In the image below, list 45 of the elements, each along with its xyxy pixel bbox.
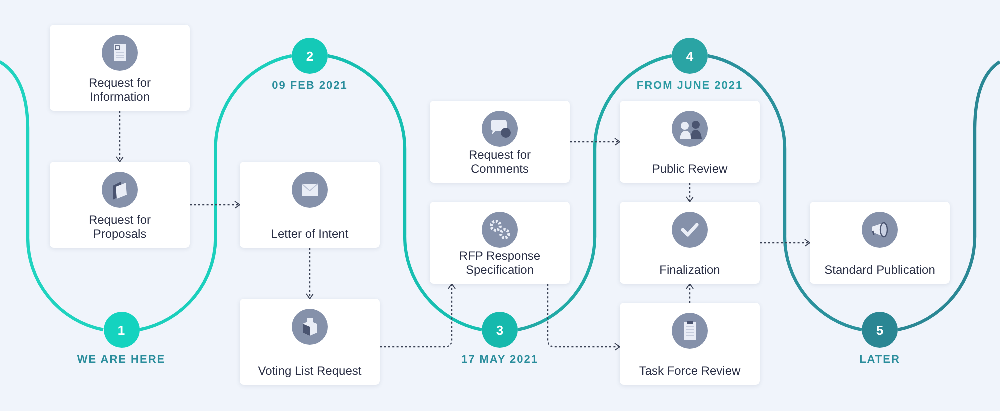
step-title: Request for Information [88,76,152,104]
date-label: LATER [858,354,902,366]
arrow [380,284,456,348]
milestone-circle: 2 [292,38,328,74]
date-label: 17 MAY 2021 [460,354,540,366]
arrow [760,239,810,247]
milestone-circle: 1 [104,312,140,348]
step-card [620,202,760,284]
date-label: 09 FEB 2021 [271,80,349,92]
arrow [686,183,694,202]
milestone-circle: 3 [482,312,518,348]
step-card [810,202,950,284]
step-title: Task Force Review [638,364,742,378]
arrow [570,138,620,146]
arrow [686,284,694,303]
step-title: RFP Response Specification [458,249,542,277]
step-title: Finalization [658,263,722,277]
step-title: Letter of Intent [270,227,350,241]
step-card [50,25,190,111]
step-card [620,101,760,183]
milestone-circle: 5 [862,312,898,348]
step-title: Standard Publication [824,263,936,277]
arrow [306,248,314,300]
timeline-path [0,60,104,332]
step-card [430,101,570,183]
arrow [547,284,620,351]
timeline-path [328,54,482,332]
step-card [620,303,760,385]
date-label: FROM JUNE 2021 [636,80,744,92]
timeline-path [139,54,292,332]
step-title: Public Review [651,162,729,176]
step-card [240,162,380,248]
timeline-path [898,60,1000,332]
step-card [430,202,570,284]
step-title: Request for Proposals [88,213,152,241]
timeline-path [708,54,862,332]
arrow [190,201,240,209]
timeline-path [518,54,672,332]
step-title: Voting List Request [257,364,363,378]
arrow [116,111,124,162]
step-card [50,162,190,248]
milestone-circle: 4 [672,38,708,74]
step-title: Request for Comments [468,148,532,176]
step-card [240,299,380,385]
date-label: WE ARE HERE [76,354,167,366]
